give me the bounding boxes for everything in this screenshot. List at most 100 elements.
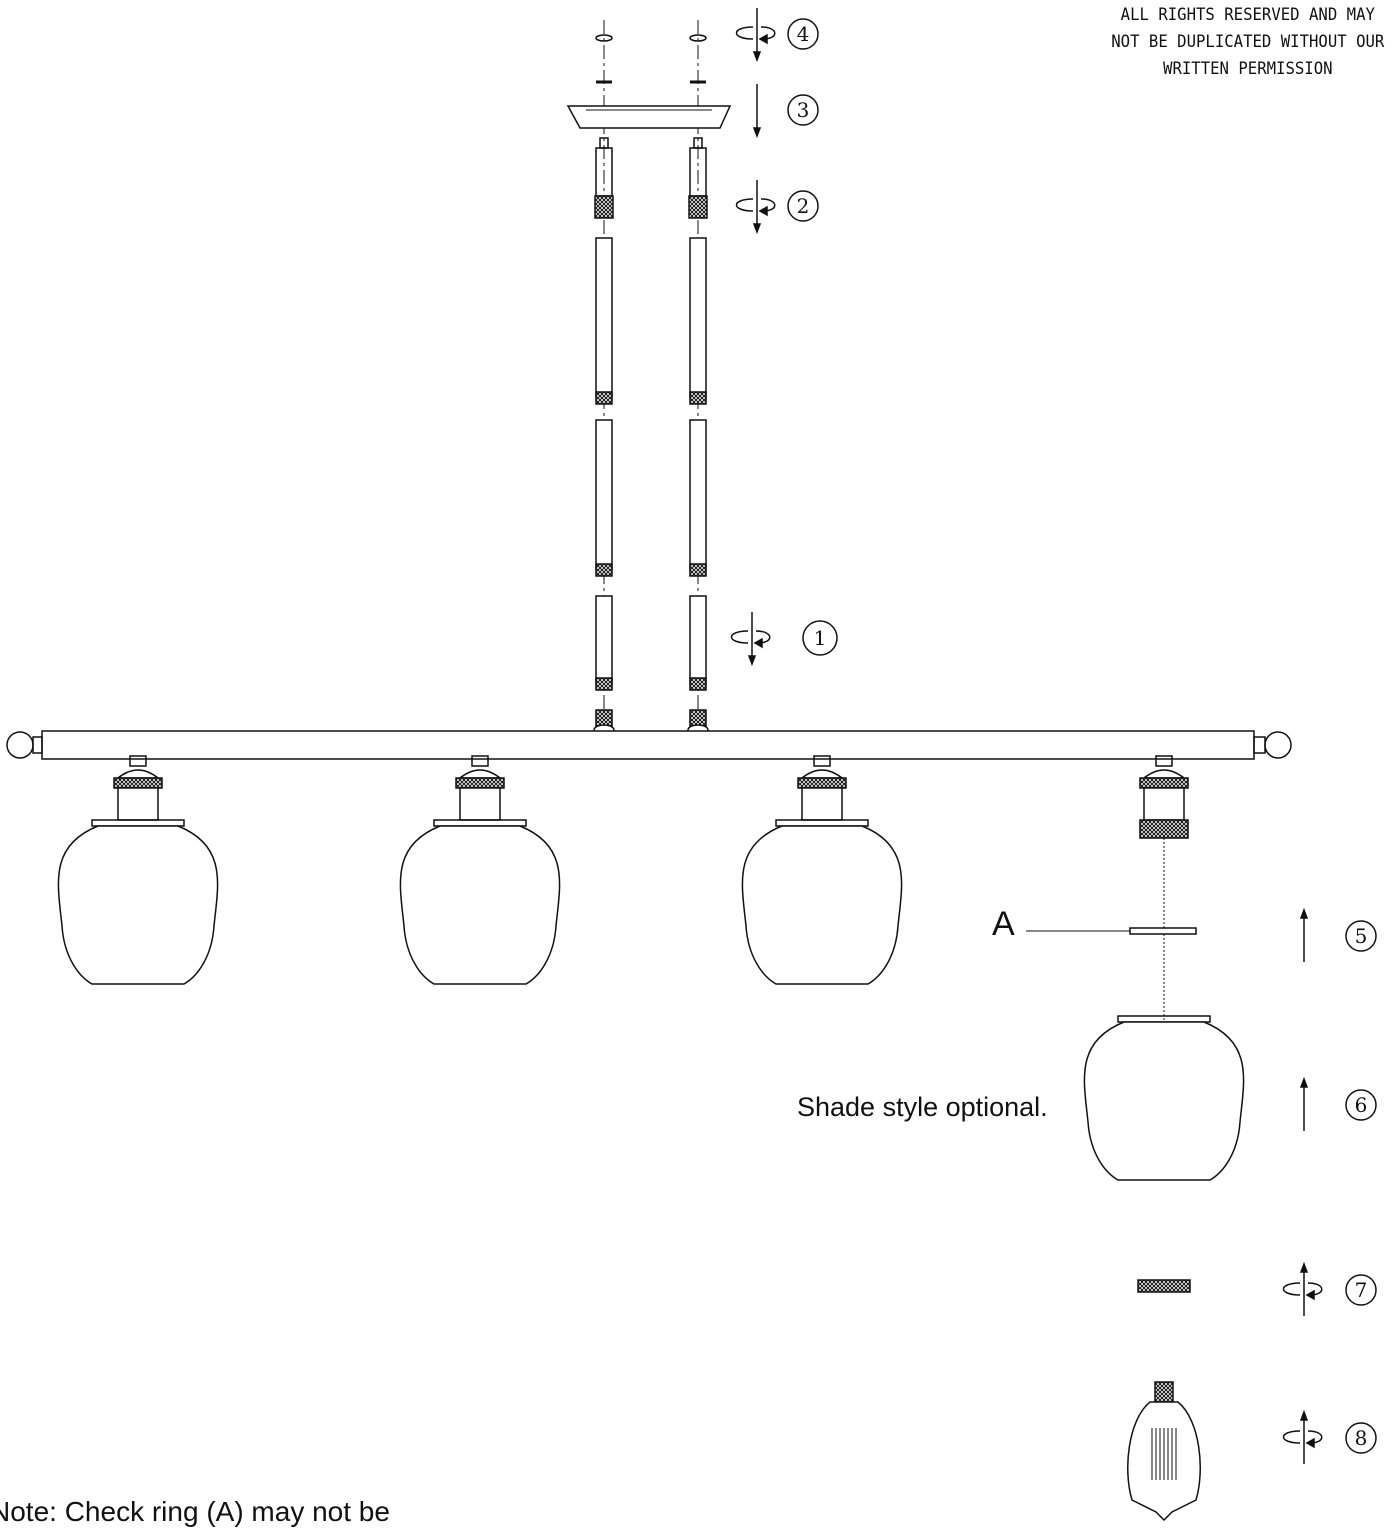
arrow-up-icon [1299, 1261, 1309, 1273]
shade-body [57, 825, 219, 985]
step-number: 3 [797, 98, 810, 122]
rotate-icon [1282, 1282, 1323, 1296]
arrow-down-icon [752, 127, 762, 139]
socket-ring [1139, 777, 1189, 789]
arrow-down-icon [752, 51, 762, 63]
step-6-indicator: 6 [1299, 1076, 1377, 1131]
exploded-parts [1026, 838, 1197, 1293]
socket-body [1143, 787, 1185, 821]
step-2-indicator: 2 [735, 180, 819, 235]
step-number: 5 [1355, 924, 1368, 948]
canopy-body [566, 105, 732, 129]
lamp-socket-3 [797, 755, 847, 821]
step-8-indicator: 8 [1282, 1409, 1377, 1464]
socket-cap [457, 769, 503, 779]
suspension-rod-2 [687, 20, 709, 736]
socket-body [801, 787, 843, 821]
threaded-joint [688, 195, 708, 219]
arrow-up-icon [1299, 907, 1309, 919]
rod-joint [595, 391, 613, 405]
rod-segment [689, 237, 707, 399]
step-number: 2 [797, 194, 810, 218]
shade-neck [433, 819, 527, 827]
bar-end-collar-right [1253, 736, 1266, 754]
glass-shade-exploded [1083, 1015, 1245, 1181]
rod-segment [595, 595, 613, 685]
socket-ring [797, 777, 847, 789]
bar-end-cap-left [6, 731, 34, 759]
step-number-circle [787, 190, 819, 222]
socket-stem [471, 755, 489, 767]
rod-joint [689, 391, 707, 405]
socket-stem [813, 755, 831, 767]
rod-joint [689, 563, 707, 577]
rod-joint [689, 677, 707, 691]
step-1-indicator: 1 [730, 612, 838, 667]
socket-body [117, 787, 159, 821]
edison-bulb [1127, 1381, 1201, 1521]
rotate-arrowhead-icon [1305, 1289, 1315, 1301]
lamp-socket-4 [1139, 755, 1189, 821]
shade-ring-part [1137, 1279, 1191, 1293]
step-number: 4 [797, 22, 810, 46]
rotate-arrowhead-icon [758, 205, 768, 217]
step-3-indicator: 3 [752, 84, 819, 139]
shade-neck [91, 819, 185, 827]
shade-body [399, 825, 561, 985]
socket-stem [1155, 755, 1173, 767]
step-number-circle [787, 94, 819, 126]
rotate-arrowhead-icon [1305, 1437, 1315, 1449]
bulb-base [1154, 1381, 1174, 1403]
bar-end-collar-left [32, 736, 43, 754]
arrow-down-icon [752, 223, 762, 235]
socket-stem [129, 755, 147, 767]
rotate-icon [735, 26, 776, 40]
socket-body [459, 787, 501, 821]
step-5-indicator: 5 [1299, 907, 1377, 962]
bar-body [41, 730, 1255, 760]
finial-nut [689, 34, 707, 42]
canopy [566, 105, 732, 129]
rotate-icon [735, 198, 776, 212]
glass-shade-3 [741, 819, 903, 985]
step-number-circle [1345, 1274, 1377, 1306]
step-number-circle [1345, 920, 1377, 952]
rod-segment [689, 419, 707, 571]
threaded-joint [594, 195, 614, 219]
suspension-rod-1 [593, 20, 615, 736]
copyright-notice: ALL RIGHTS RESERVED AND MAY NOT BE DUPLI… [1111, 5, 1385, 79]
arrow-up-icon [1299, 1409, 1309, 1421]
step-number: 7 [1355, 1278, 1368, 1302]
lamp-socket-2 [455, 755, 505, 821]
socket-cap [799, 769, 845, 779]
socket-ring [455, 777, 505, 789]
rotate-arrowhead-icon [753, 637, 763, 649]
rod-joint [595, 563, 613, 577]
rotate-icon [1282, 1430, 1323, 1444]
step-number-circle [787, 18, 819, 50]
step-7-indicator: 7 [1282, 1261, 1377, 1316]
arrow-down-icon [747, 655, 757, 667]
rod-base-joint [595, 709, 613, 727]
step-number: 6 [1355, 1093, 1368, 1117]
horizontal-bar [6, 730, 1292, 760]
rotate-icon [730, 630, 771, 644]
step-number-circle [802, 620, 838, 656]
rod-segment [689, 595, 707, 685]
rotate-arrowhead-icon [758, 33, 768, 45]
rod-segment [595, 237, 613, 399]
ring-a-label: A [992, 905, 1015, 943]
glass-shade-2 [399, 819, 561, 985]
lamp-socket-1 [113, 755, 163, 821]
rod-segment [595, 419, 613, 571]
socket-cap [115, 769, 161, 779]
arrow-up-icon [1299, 1076, 1309, 1088]
shade-optional-label: Shade style optional. [797, 1092, 1048, 1122]
step-4-indicator: 4 [735, 8, 819, 63]
shade-body [1083, 1021, 1245, 1181]
finial-nut [595, 34, 613, 42]
step-number: 8 [1355, 1426, 1368, 1450]
bar-end-cap-right [1264, 731, 1292, 759]
shade-body [741, 825, 903, 985]
